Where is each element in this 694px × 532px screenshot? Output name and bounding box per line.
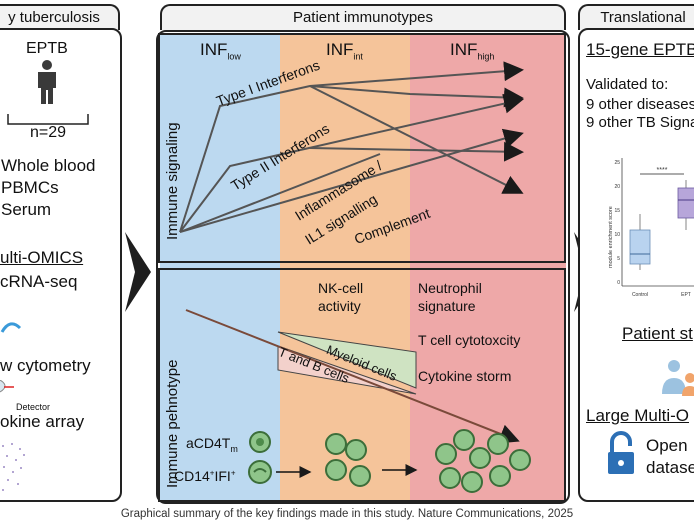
- sample-pbmcs: PBMCs: [1, 178, 59, 197]
- xcat-eptb: EPT: [681, 292, 691, 298]
- myeloid-wedge: [277, 331, 417, 389]
- open-label: Open: [646, 436, 688, 455]
- patient-stratification-title: Patient st: [622, 324, 693, 343]
- header-inf-low: INFlow: [200, 40, 241, 62]
- right-panel-tab: Translational: [578, 4, 694, 30]
- phenotype-wedges: [185, 309, 520, 444]
- signaling-subpanel: [158, 33, 566, 263]
- eptb-label: EPTB: [26, 40, 68, 57]
- cell-group-int: [325, 433, 371, 487]
- inflammasome-arrow: [179, 128, 524, 233]
- array-dots-icon: [2, 443, 25, 491]
- xcat-control: Control: [632, 292, 648, 298]
- acd4tm-label: aCD4Tm: [186, 435, 238, 454]
- left-panel: [0, 28, 122, 502]
- sample-whole-blood: Whole blood: [1, 156, 96, 175]
- type2-flat-arrow: [309, 141, 524, 162]
- left-panel-tab: y tuberculosis: [0, 4, 120, 30]
- type1-interferon-flat-arrow: [309, 85, 524, 108]
- bracket-line: [7, 114, 89, 125]
- type1-interferon-arrow: [179, 61, 524, 233]
- cell-group-low: [248, 431, 272, 484]
- phenotype-trend-line: [185, 309, 520, 444]
- sample-serum: Serum: [1, 200, 52, 219]
- complement-arrow: [179, 153, 381, 233]
- ytick-5: 5: [617, 256, 620, 262]
- type2-interferon-arrow: [179, 93, 524, 233]
- box-control: [629, 229, 651, 265]
- ytick-15: 15: [614, 208, 620, 214]
- other-diseases-label: 9 other diseases: [586, 96, 694, 113]
- column-inf-int-bg: [280, 34, 410, 500]
- n-label: n=29: [30, 124, 67, 141]
- validated-label: Validated to:: [586, 76, 669, 93]
- center-panel-title: Patient immunotypes: [292, 9, 434, 26]
- flow-cytometer-icon: [0, 380, 14, 393]
- column-inf-low-bg: [160, 34, 280, 500]
- multi-omics-title: ulti-OMICS: [0, 248, 84, 267]
- rna-arc-icon: [0, 322, 22, 333]
- ytick-25: 25: [614, 160, 620, 166]
- left-panel-title: y tuberculosis: [8, 9, 100, 26]
- header-inf-int: INFint: [326, 40, 363, 62]
- box-plot: 25 20 15 10 5 0 Control EPT **** module …: [608, 158, 694, 298]
- datasets-label: datase: [646, 458, 694, 477]
- ytick-0: 0: [617, 280, 620, 286]
- cytokine-array-label: okine array: [0, 412, 85, 431]
- right-panel-title: Translational: [600, 9, 686, 26]
- gene-signature-title: 15-gene EPTB: [586, 40, 694, 59]
- header-inf-high: INFhigh: [450, 40, 495, 62]
- significance-stars: ****: [657, 167, 668, 174]
- box-plot-ylabel: module enrichment score: [608, 206, 614, 268]
- phenotype-subpanel: [158, 268, 566, 502]
- cytokine-storm-label: Cytokine storm: [418, 368, 512, 384]
- right-panel: [578, 28, 694, 502]
- signaling-arrows: [179, 61, 524, 233]
- t-b-cells-wedge: [277, 345, 417, 395]
- ytick-10: 10: [614, 232, 620, 238]
- center-panel-tab: Patient immunotypes: [160, 4, 566, 30]
- person-icon: [38, 60, 56, 104]
- flow-chevron-left: [125, 232, 151, 312]
- neutrophil-label: Neutrophil: [418, 280, 482, 296]
- t-cell-cytotoxicity-label: T cell cytotoxcity: [418, 332, 521, 348]
- box-eptb: [677, 187, 694, 219]
- detector-label: Detector: [16, 402, 51, 412]
- figure-caption: Graphical summary of the key findings ma…: [120, 508, 574, 520]
- cross-arrow: [309, 85, 524, 194]
- other-tb-signatures-label: 9 other TB Signa: [586, 114, 694, 131]
- large-multi-omics-title: Large Multi-O: [586, 406, 689, 425]
- cell-clusters: [248, 429, 531, 493]
- column-inf-high-bg: [410, 34, 566, 500]
- ytick-20: 20: [614, 184, 620, 190]
- cd14-ifi-label: CD14+IFI+: [174, 468, 236, 484]
- neutrophil-signature-label: signature: [418, 298, 476, 314]
- nk-cell-label: NK-cell: [318, 280, 364, 296]
- nk-activity-label: activity: [318, 298, 361, 314]
- open-lock-icon: [608, 431, 634, 474]
- patients-icon: [662, 360, 694, 396]
- flow-cytometry-label: w cytometry: [0, 356, 91, 375]
- cell-group-high: [435, 429, 531, 493]
- scrna-seq-label: cRNA-seq: [0, 272, 78, 291]
